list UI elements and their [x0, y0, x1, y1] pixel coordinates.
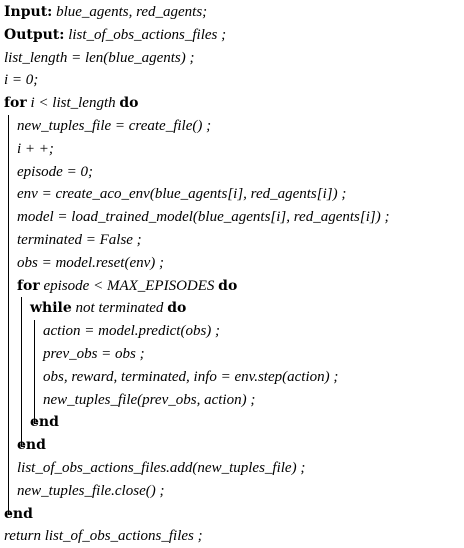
keyword: for: [17, 277, 40, 294]
block-scope-line: [21, 297, 22, 446]
algorithm-line: obs, reward, terminated, info = env.step…: [43, 365, 338, 389]
algorithm-line: end: [17, 433, 46, 457]
code-text: new_tuples_file.close() ;: [17, 482, 165, 499]
code-text: i + +;: [17, 140, 54, 157]
keyword: Output:: [4, 26, 65, 43]
algorithm-line: new_tuples_file.close() ;: [17, 479, 164, 503]
keyword: end: [30, 414, 59, 431]
algorithm-line: end: [4, 502, 33, 526]
algorithm-line: list_length = len(blue_agents) ;: [4, 46, 195, 70]
block-scope-line: [34, 320, 35, 423]
code-text: list_of_obs_actions_files.add(new_tuples…: [17, 460, 306, 476]
code-text: terminated = False ;: [17, 232, 142, 248]
code-text: new_tuples_file(prev_obs, action) ;: [43, 391, 256, 408]
keyword: while: [30, 300, 72, 317]
code-text: obs = model.reset(env) ;: [17, 254, 165, 271]
code-text: episode < MAX_EPISODES: [39, 277, 219, 294]
code-text: blue_agents, red_agents;: [52, 4, 208, 20]
keyword: return: [4, 528, 41, 545]
algorithm-line: Input: blue_agents, red_agents;: [4, 0, 207, 24]
algorithm-line: new_tuples_file(prev_obs, action) ;: [43, 388, 255, 412]
algorithm-line: end: [30, 410, 59, 434]
keyword: for: [4, 95, 27, 112]
block-scope-tick: [34, 422, 38, 424]
algorithm-line: i = 0;: [4, 68, 38, 92]
keyword: end: [17, 437, 46, 454]
code-text: episode = 0;: [17, 163, 93, 180]
algorithm-line: while not terminated do: [30, 296, 186, 320]
code-text: model = load_trained_model(blue_agents[i…: [17, 209, 390, 226]
algorithm-line: terminated = False ;: [17, 228, 142, 252]
code-text: obs, reward, terminated, info = env.step…: [43, 368, 339, 385]
keyword: end: [4, 505, 33, 522]
code-text: env = create_aco_env(blue_agents[i], red…: [17, 186, 347, 203]
keyword-do: do: [167, 300, 187, 317]
keyword-do: do: [119, 95, 139, 112]
algorithm-line: env = create_aco_env(blue_agents[i], red…: [17, 182, 346, 206]
algorithm-line: return list_of_obs_actions_files ;: [4, 524, 203, 548]
code-text: i < list_length: [26, 95, 120, 112]
block-scope-tick: [21, 445, 25, 447]
code-text: list_length = len(blue_agents) ;: [4, 49, 195, 66]
algorithm-line: for episode < MAX_EPISODES do: [17, 274, 237, 298]
block-scope-line: [8, 115, 9, 514]
algorithm-line: for i < list_length do: [4, 91, 139, 115]
keyword-do: do: [218, 277, 238, 294]
algorithm-line: episode = 0;: [17, 160, 93, 184]
code-text: prev_obs = obs ;: [43, 346, 145, 362]
algorithm-line: new_tuples_file = create_file() ;: [17, 114, 211, 138]
block-scope-tick: [8, 514, 12, 515]
code-text: i = 0;: [4, 72, 39, 89]
algorithm-line: i + +;: [17, 137, 54, 161]
algorithm-line: action = model.predict(obs) ;: [43, 319, 220, 343]
algorithm-line: obs = model.reset(env) ;: [17, 251, 164, 275]
keyword: Input:: [4, 4, 53, 20]
code-text: not terminated: [71, 300, 168, 317]
code-text: action = model.predict(obs) ;: [43, 323, 221, 340]
algorithm-line: prev_obs = obs ;: [43, 342, 145, 366]
code-text: new_tuples_file = create_file() ;: [17, 118, 212, 134]
code-text: list_of_obs_actions_files ;: [64, 26, 227, 43]
algorithm-line: Output: list_of_obs_actions_files ;: [4, 23, 226, 47]
code-text: list_of_obs_actions_files ;: [40, 528, 203, 545]
algorithm-line: model = load_trained_model(blue_agents[i…: [17, 205, 389, 229]
algorithm-line: list_of_obs_actions_files.add(new_tuples…: [17, 456, 305, 480]
